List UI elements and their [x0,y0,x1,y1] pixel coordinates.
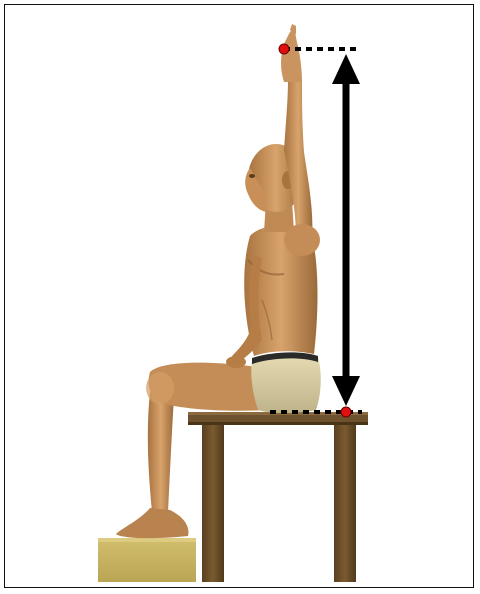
seat-surface-marker [341,407,351,417]
height-arrow [332,54,360,406]
fingertip-marker [279,44,289,54]
footrest-box [98,538,196,582]
stool [188,412,368,582]
